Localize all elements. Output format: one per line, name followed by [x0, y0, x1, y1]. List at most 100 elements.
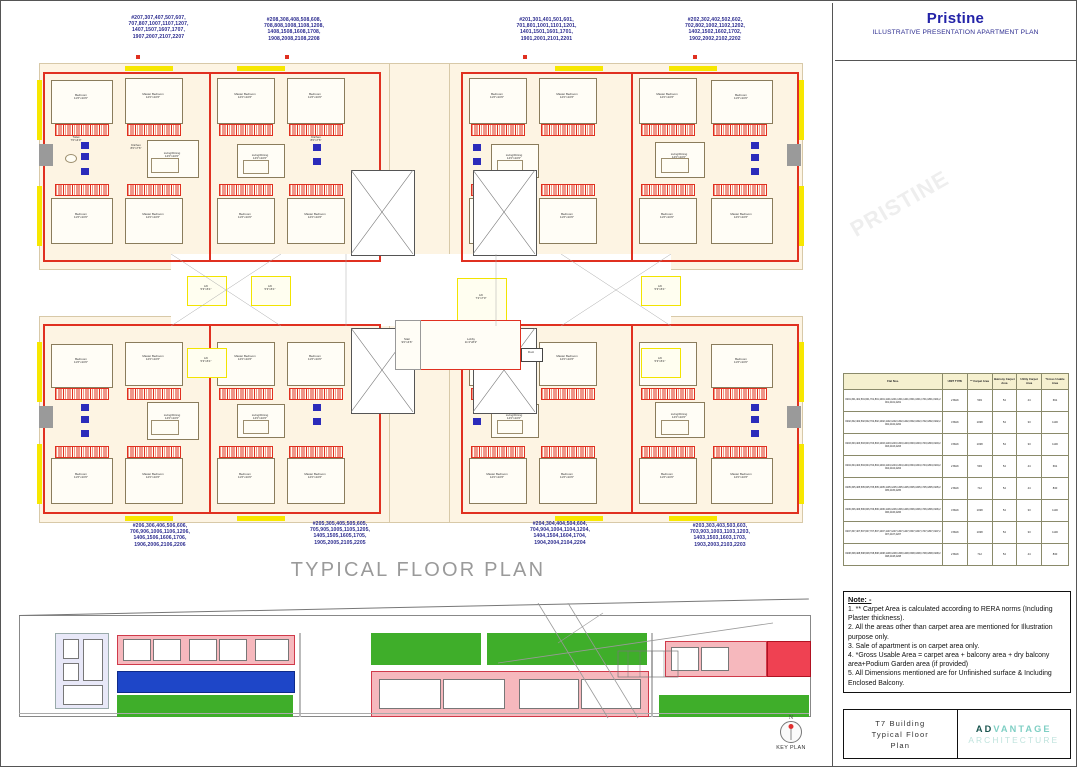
- dining-table: [151, 158, 179, 173]
- room-bedroom: [51, 80, 113, 124]
- cell-gross: 1130: [1041, 411, 1069, 434]
- cell-unit-type: 3 BHK: [942, 521, 968, 544]
- table-row: #205,305,405,505,605,705,805,1005,1105,1…: [843, 477, 1069, 500]
- room-master-bedroom: [539, 342, 597, 386]
- room-label-bedroom: Bedroom 11'6"x10'0": [659, 472, 675, 480]
- balcony-band: [799, 80, 804, 140]
- room-label-living: Living/Dining 14'0"x10'0": [163, 413, 181, 421]
- cell-gross: 1130: [1041, 433, 1069, 456]
- bath-fixture: [751, 168, 759, 175]
- kp-building-highlight: [767, 641, 811, 677]
- party-wall: [209, 72, 211, 262]
- room-label-bedroom: Bedroom 11'6"x10'0": [733, 93, 749, 101]
- balcony-band: [555, 66, 603, 71]
- cell-flats: #208,308,408,508,608,708,808,1008,1108,1…: [843, 543, 943, 566]
- cell-utility: 33: [1016, 411, 1042, 434]
- kp-road: [19, 713, 809, 714]
- north-arrow-compass: N KEY PLAN: [761, 715, 821, 751]
- title-block-panel: Pristine ILLUSTRATIVE PRESENTATION APART…: [835, 3, 1076, 766]
- bed-furniture: [55, 388, 109, 400]
- room-label-master-bedroom: Master Bedroom 12'0"x10'6": [486, 472, 508, 480]
- cell-unit-type: 2 BHK: [942, 477, 968, 500]
- room-bedroom: [639, 458, 697, 504]
- room-label-bedroom: Bedroom 11'6"x10'0": [237, 212, 253, 220]
- lift-label-main: Lift 7'2"x7'0": [475, 293, 487, 301]
- kp-unit: [519, 679, 579, 709]
- wc-fixture: [65, 154, 77, 163]
- stair-label: Stair 9'0"x4'6": [401, 337, 413, 345]
- cell-utility: 33: [1016, 521, 1042, 544]
- bed-furniture: [471, 446, 525, 458]
- room-master-bedroom: [469, 458, 527, 504]
- lift-label-2: Lift 5'3"x6'1": [264, 284, 276, 292]
- cell-unit-type: 2 BHK: [942, 543, 968, 566]
- room-master-bedroom: [539, 78, 597, 124]
- cell-gross: 1130: [1041, 521, 1069, 544]
- bed-furniture: [127, 388, 181, 400]
- room-bedroom: [287, 78, 345, 124]
- exterior-wall: [209, 324, 379, 326]
- logo-line-2: ARCHITECTURE: [968, 734, 1060, 745]
- stair-x-brace: [473, 170, 535, 254]
- logo-line-1: ADVANTAGE: [976, 724, 1052, 734]
- kp-landscape-2: [371, 633, 481, 665]
- room-label-master-bedroom: Master Bedroom 12'0"x10'6": [304, 212, 326, 220]
- cell-carpet: 1038: [966, 411, 993, 434]
- cell-carpet: 1038: [966, 521, 993, 544]
- room-label-master-bedroom: Master Bedroom 12'0"x10'6": [730, 472, 752, 480]
- party-wall: [461, 72, 463, 262]
- room-bedroom: [51, 198, 113, 244]
- leader-tick: [285, 55, 289, 59]
- sheet-name: T7 Building Typical Floor Plan: [844, 710, 958, 758]
- bed-furniture: [641, 124, 695, 136]
- room-master-bedroom: [125, 78, 183, 124]
- room-label-living: Living/Dining 14'0"x10'0": [505, 153, 523, 161]
- exterior-wall: [461, 260, 631, 262]
- project-name: Pristine: [926, 10, 985, 27]
- bed-furniture: [541, 184, 595, 196]
- bath-fixture: [81, 430, 89, 437]
- compass-north-dot: [788, 724, 794, 729]
- cell-carpet: 593: [966, 455, 993, 478]
- bed-furniture: [641, 184, 695, 196]
- project-subtitle: ILLUSTRATIVE PRESENTATION APARTMENT PLAN: [872, 29, 1039, 36]
- watermark-area: PRISTINE: [835, 61, 1076, 371]
- bath-fixture: [473, 158, 481, 165]
- bed-furniture: [541, 388, 595, 400]
- bed-furniture: [471, 124, 525, 136]
- lift-box-5: [641, 348, 681, 378]
- bed-furniture: [289, 184, 343, 196]
- bed-furniture: [541, 446, 595, 458]
- balcony-band: [669, 516, 717, 521]
- room-label-bedroom: Bedroom 11'6"x10'0": [73, 472, 89, 480]
- kp-landscape-3: [487, 633, 647, 665]
- th-flat-nos: Flat Nos.: [843, 373, 943, 390]
- lift-box-2: [251, 276, 291, 306]
- room-label-living: Living/Dining 14'0"x10'0": [163, 151, 181, 159]
- floor-plan-drawing: Bedroom 11'6"x10'0" Bedroom 11'6"x10'0" …: [21, 58, 821, 528]
- room-master-bedroom: [125, 198, 183, 244]
- room-bedroom: [469, 78, 527, 124]
- room-label-master-bedroom: Master Bedroom 12'0"x10'6": [556, 354, 578, 362]
- dining-table: [661, 158, 689, 173]
- room-label-master-bedroom: Master Bedroom 12'0"x10'6": [730, 212, 752, 220]
- sheet-title-block: T7 Building Typical Floor Plan ADVANTAGE…: [843, 709, 1071, 759]
- balcony-band: [37, 444, 42, 504]
- kp-unit: [83, 639, 103, 681]
- cell-utility: 33: [1016, 499, 1042, 522]
- dining-table: [243, 160, 269, 174]
- duct-label: Duct: [528, 350, 534, 354]
- bath-fixture: [313, 418, 321, 425]
- key-plan-label: KEY PLAN: [776, 745, 806, 751]
- room-label-bedroom: Bedroom 11'6"x10'0": [733, 357, 749, 365]
- bath-fixture: [751, 154, 759, 161]
- lobby-area: [419, 320, 521, 370]
- room-label-master-bedroom: Master Bedroom 12'0"x10'6": [142, 354, 164, 362]
- exterior-wall: [797, 72, 799, 262]
- room-label-bedroom: Bedroom 11'6"x10'0": [73, 93, 89, 101]
- room-label-living: Living/Dining 14'0"x10'0": [251, 413, 269, 421]
- exterior-wall: [631, 260, 797, 262]
- room-bedroom: [287, 342, 345, 386]
- room-bedroom: [539, 458, 597, 504]
- room-label-living: Living/Dining 14'0"x10'0": [670, 152, 688, 158]
